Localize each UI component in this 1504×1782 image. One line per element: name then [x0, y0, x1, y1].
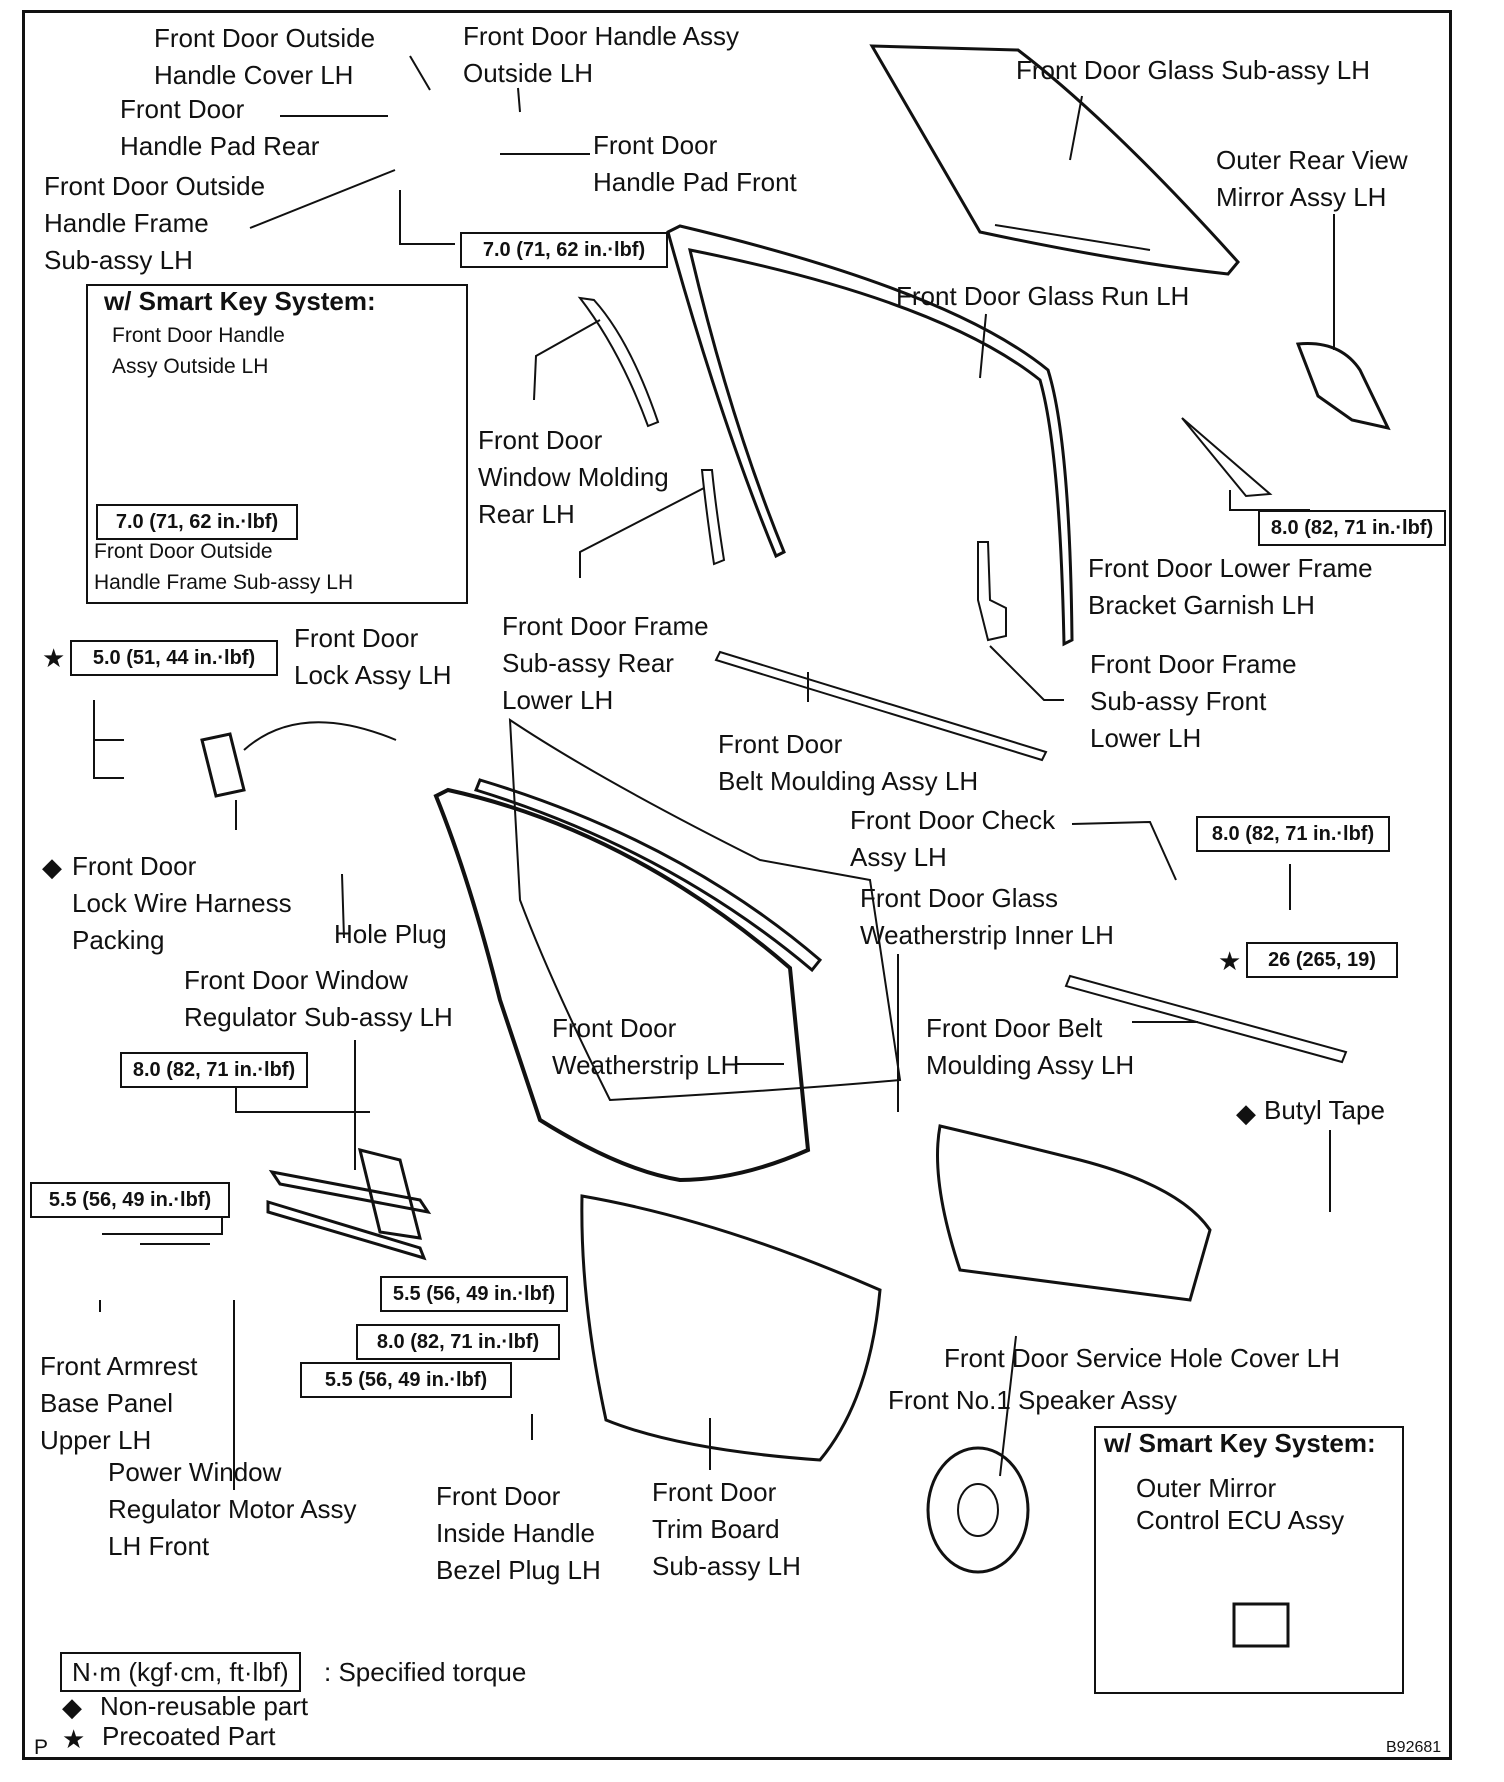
frame-front-lower — [977, 541, 1007, 642]
legend-torque-text: : Specified torque — [324, 1657, 527, 1687]
glass-run — [666, 224, 1074, 647]
mirror-ecu — [1232, 1602, 1290, 1648]
diamond-symbol-packing: ◆ — [42, 852, 62, 882]
torque-regulator-left: 5.5 (56, 49 in.·lbf) — [30, 1182, 230, 1218]
legend-star-symbol: ★ — [62, 1724, 86, 1754]
torque-check-bolt: 26 (265, 19) — [1246, 942, 1398, 978]
mirror-lower-frame — [1181, 417, 1273, 498]
legend-torque-box: N·m (kgf·cm, ft·lbf) — [60, 1652, 301, 1692]
belt-moulding-outer — [714, 650, 1048, 762]
label-glass-run: Front Door Glass Run LH — [896, 281, 1190, 311]
outer-mirror — [1295, 342, 1391, 431]
star-symbol-check: ★ — [1218, 946, 1242, 976]
corner-p: P — [34, 1736, 49, 1759]
window-regulator — [266, 1147, 432, 1261]
speaker-assy — [926, 1446, 1030, 1574]
torque-regulator-top: 8.0 (82, 71 in.·lbf) — [120, 1052, 308, 1088]
glass-weatherstrip-inner — [474, 778, 823, 973]
legend-nonreusable: Non-reusable part — [100, 1691, 309, 1721]
torque-check-nut: 8.0 (82, 71 in.·lbf) — [1196, 816, 1390, 852]
label-butyl-tape: Butyl Tape — [1264, 1095, 1385, 1125]
torque-mirror: 8.0 (82, 71 in.·lbf) — [1258, 510, 1446, 546]
trim-board — [580, 1194, 882, 1462]
torque-handle-frame: 7.0 (71, 62 in.·lbf) — [460, 232, 668, 268]
inset-smart-key-top — [86, 284, 468, 604]
legend-diamond-symbol: ◆ — [62, 1692, 82, 1722]
label-hole-plug: Hole Plug — [334, 919, 447, 949]
belt-moulding-inner — [1064, 974, 1348, 1064]
frame-rear-lower — [700, 469, 726, 566]
diagram-frame — [22, 10, 1452, 1760]
label-glass-subassy: Front Door Glass Sub-assy LH — [1016, 55, 1371, 85]
figure-id: B92681 — [1386, 1739, 1442, 1756]
torque-regulator-right: 5.5 (56, 49 in.·lbf) — [380, 1276, 568, 1312]
torque-regulator-bottom: 5.5 (56, 49 in.·lbf) — [300, 1362, 512, 1398]
torque-lock: 5.0 (51, 44 in.·lbf) — [70, 640, 278, 676]
inset-smart-key-bottom — [1094, 1426, 1404, 1694]
diamond-symbol-butyl: ◆ — [1236, 1098, 1256, 1128]
inset-top-torque: 7.0 (71, 62 in.·lbf) — [96, 504, 298, 540]
door-weatherstrip — [433, 787, 811, 1183]
door-lock — [200, 732, 246, 798]
inset-bottom-title: w/ Smart Key System: — [1104, 1428, 1376, 1458]
door-glass — [869, 44, 1240, 276]
label-speaker: Front No.1 Speaker Assy — [888, 1385, 1178, 1415]
label-service-hole-cover: Front Door Service Hole Cover LH — [944, 1343, 1340, 1373]
window-molding-rear — [577, 296, 660, 428]
inset-top-title: w/ Smart Key System: — [104, 286, 376, 316]
door-inner-panel — [508, 718, 902, 1102]
service-hole-cover — [936, 1124, 1212, 1302]
legend-precoated: Precoated Part — [102, 1721, 276, 1751]
star-symbol-lock: ★ — [42, 643, 66, 673]
torque-regulator-mid: 8.0 (82, 71 in.·lbf) — [356, 1324, 560, 1360]
